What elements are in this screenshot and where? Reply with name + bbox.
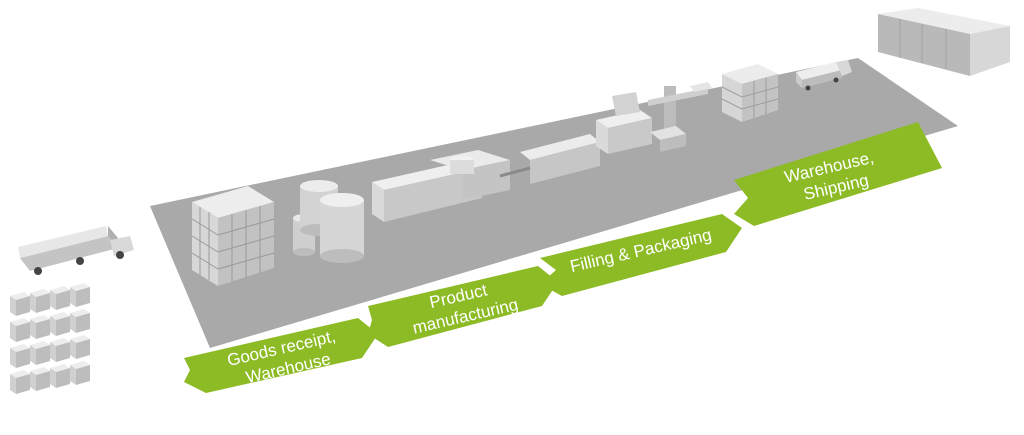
pallet-box-top — [10, 370, 30, 378]
pallet-box-front — [76, 365, 90, 385]
pallet-box-top — [50, 286, 70, 294]
pallet-box-front — [76, 339, 90, 359]
step-arrow-product-manufacturing — [368, 266, 558, 347]
step-arrow-warehouse-shipping — [734, 122, 942, 226]
pallet-box-side — [50, 290, 56, 310]
pallet-box-front — [36, 293, 50, 313]
pallet-box-side — [70, 365, 76, 385]
pallet-box-top — [30, 289, 50, 297]
pallet-box-top — [70, 361, 90, 369]
pallet-box-side — [30, 371, 36, 391]
pallet-box-top — [10, 292, 30, 300]
pallet-box-front — [16, 374, 30, 394]
pallet-box-top — [30, 367, 50, 375]
pallet-box-top — [70, 309, 90, 317]
pallet-box-side — [10, 348, 16, 368]
production-line-icon — [372, 110, 652, 222]
pallet-box-front — [16, 322, 30, 342]
pallet-box-top — [70, 283, 90, 291]
pallet-box-side — [30, 345, 36, 365]
warehouse-building-icon — [878, 8, 1010, 76]
pallet-box-side — [50, 368, 56, 388]
pallet-box-side — [70, 339, 76, 359]
pallet-box-side — [10, 322, 16, 342]
pallet-box-side — [50, 316, 56, 336]
pallet-box-top — [50, 364, 70, 372]
pallet-grid-icon — [10, 283, 90, 394]
delivery-truck-icon — [18, 226, 134, 275]
pallet-box-front — [76, 287, 90, 307]
pallet-box-front — [76, 313, 90, 333]
pallet-box-side — [70, 313, 76, 333]
crate-stack-icon — [191, 186, 275, 286]
pallet-box-side — [50, 342, 56, 362]
pallet-box-top — [10, 318, 30, 326]
step-arrow-filling-packaging — [540, 214, 742, 296]
step-arrow-goods-receipt — [184, 318, 378, 393]
pallet-box-front — [36, 319, 50, 339]
pallet-box-side — [10, 296, 16, 316]
shipping-truck-icon — [796, 60, 852, 91]
pallet-box-side — [10, 374, 16, 394]
pallet-box-front — [56, 342, 70, 362]
storage-silo-icon — [293, 180, 364, 263]
pallet-box-side — [70, 287, 76, 307]
pallet-box-front — [36, 371, 50, 391]
pallet-box-front — [16, 348, 30, 368]
factory-floor — [150, 58, 958, 348]
pallet-box-top — [50, 312, 70, 320]
packaging-robot-icon — [612, 82, 712, 152]
pallet-box-side — [30, 293, 36, 313]
finished-goods-stack-icon — [721, 64, 779, 122]
pallet-box-top — [70, 335, 90, 343]
pallet-box-top — [30, 341, 50, 349]
pallet-box-front — [36, 345, 50, 365]
pallet-box-side — [30, 319, 36, 339]
pallet-box-front — [16, 296, 30, 316]
pallet-box-top — [10, 344, 30, 352]
pallet-box-front — [56, 368, 70, 388]
pallet-box-top — [50, 338, 70, 346]
pallet-box-front — [56, 316, 70, 336]
pallet-box-top — [30, 315, 50, 323]
pallet-box-front — [56, 290, 70, 310]
